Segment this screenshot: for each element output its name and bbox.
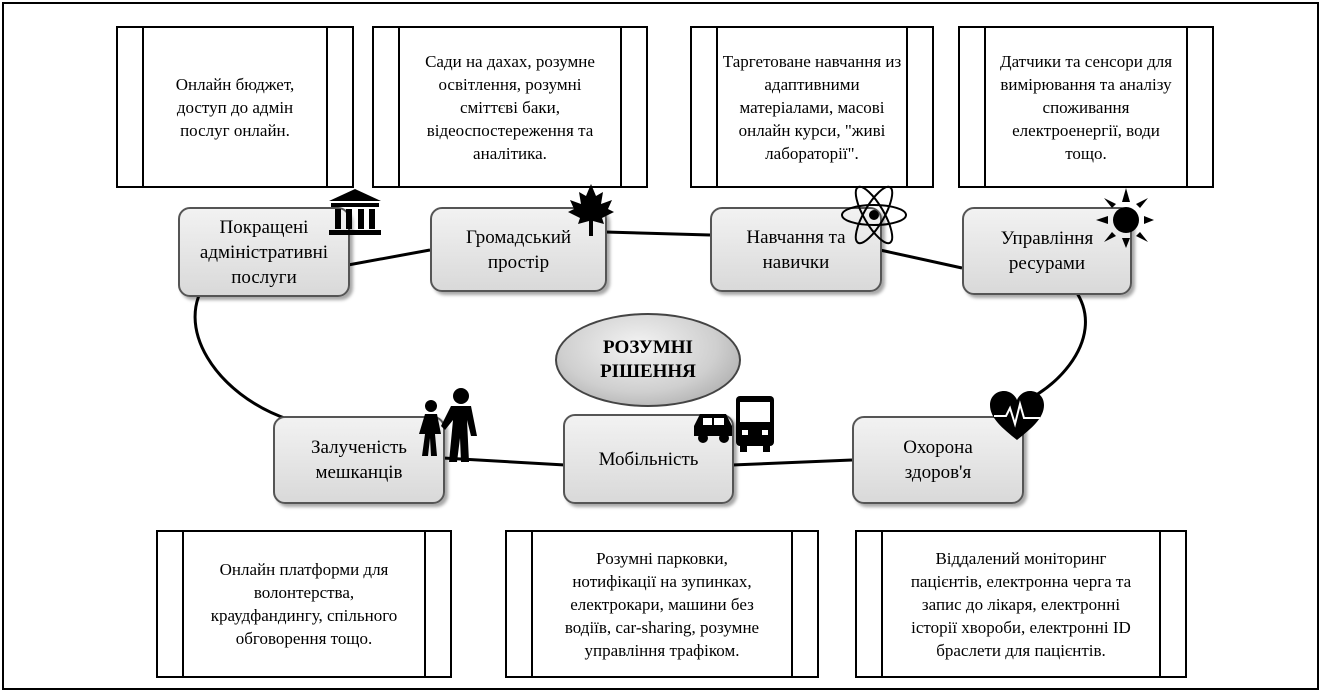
maple-leaf-icon bbox=[568, 184, 614, 236]
bank-icon bbox=[329, 189, 381, 235]
link-admin-engagement bbox=[193, 279, 291, 422]
link-admin-public bbox=[347, 248, 431, 267]
link-public-education bbox=[604, 230, 711, 237]
heart-pulse-icon bbox=[990, 391, 1044, 440]
car-bus-icon bbox=[694, 396, 774, 452]
sun-icon bbox=[1096, 188, 1154, 248]
link-education-resources bbox=[879, 248, 963, 270]
mobility-description: Розумні парковки,нотифікації на зупинках… bbox=[505, 530, 819, 678]
link-mobility-health bbox=[731, 458, 853, 467]
atom-icon bbox=[841, 185, 907, 245]
people-icon bbox=[419, 388, 477, 462]
